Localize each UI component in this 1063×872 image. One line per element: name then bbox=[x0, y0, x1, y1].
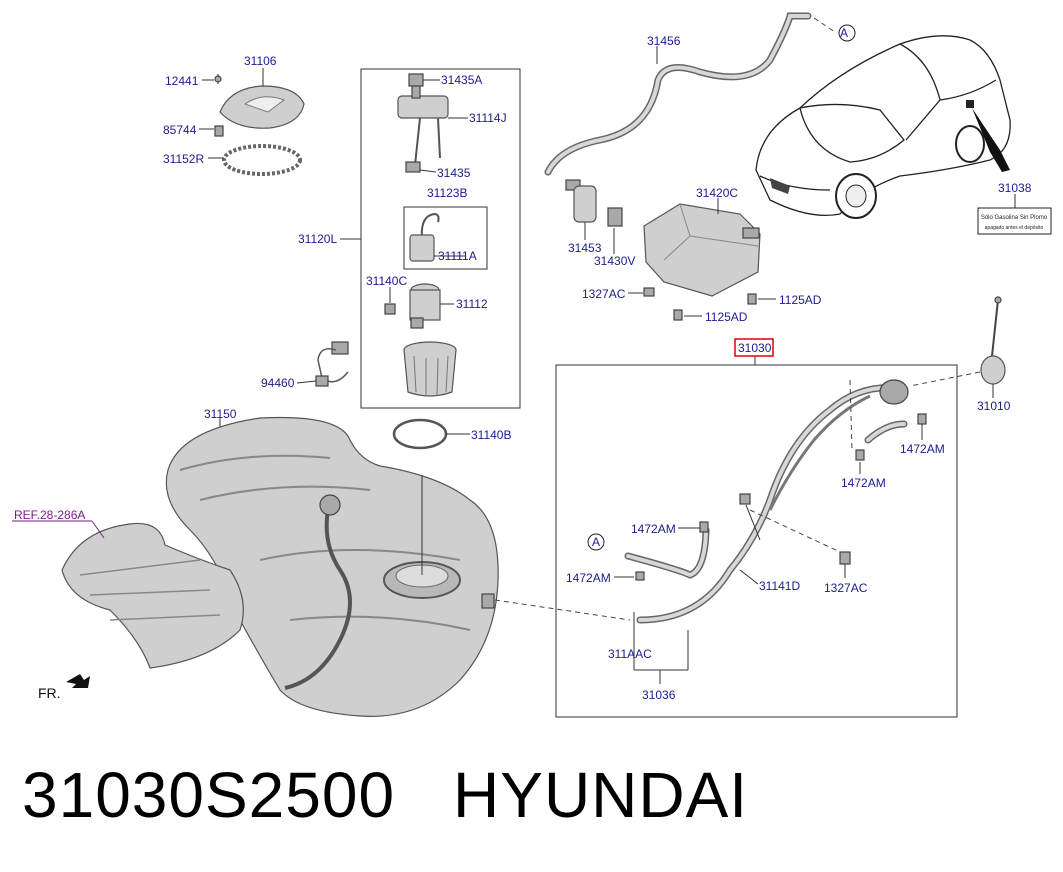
label-1472am-b: 1472AM bbox=[841, 476, 886, 490]
label-12441: 12441 bbox=[165, 74, 199, 88]
fuel-pump bbox=[384, 283, 441, 329]
nut-1327ac-a bbox=[643, 287, 655, 297]
label-31038: 31038 bbox=[998, 181, 1032, 195]
label-31111a: 31111A bbox=[438, 249, 477, 263]
label-31430v: 31430V bbox=[594, 254, 635, 268]
label-31036: 31036 bbox=[642, 688, 676, 702]
label-31010: 31010 bbox=[977, 399, 1011, 413]
label-31453: 31453 bbox=[568, 241, 602, 255]
heat-shield bbox=[61, 522, 244, 669]
plate-31106 bbox=[219, 85, 305, 129]
fuel-sticker-31038 bbox=[977, 207, 1052, 235]
label-31120l: 31120L bbox=[298, 232, 337, 246]
part-number: 31030S2500 bbox=[22, 759, 396, 831]
sticker-text-1: Sólo Gasolina Sin Plomo bbox=[981, 215, 1048, 221]
label-31106: 31106 bbox=[244, 54, 277, 68]
label-31152r: 31152R bbox=[163, 152, 204, 166]
bolt-1125ad-b bbox=[673, 309, 683, 321]
label-31123b: 31123B bbox=[427, 186, 467, 200]
vapor-hose-31456 bbox=[544, 12, 812, 176]
connector-a-marker-top bbox=[838, 24, 856, 42]
label-85744: 85744 bbox=[163, 123, 197, 137]
filler-cap-31010 bbox=[980, 296, 1006, 385]
highlight-box-31030 bbox=[734, 338, 774, 357]
filler-neck-group-box bbox=[555, 364, 958, 718]
sticker-text-2: apagado antes el depósito bbox=[985, 225, 1044, 231]
seal-ring-31152r bbox=[222, 144, 302, 176]
label-311aac: 311AAC bbox=[608, 647, 652, 661]
fuel-filter-group-box bbox=[403, 206, 488, 270]
label-31435: 31435 bbox=[437, 166, 471, 180]
label-ref-28-286a: REF.28-286A bbox=[14, 508, 85, 522]
filler-neck-pipe bbox=[636, 379, 909, 624]
fuel-sender-unit bbox=[397, 73, 449, 173]
label-a-top: A bbox=[840, 26, 848, 40]
label-31140c: 31140C bbox=[366, 274, 407, 288]
pump-reservoir bbox=[403, 341, 457, 397]
label-fr: FR. bbox=[38, 685, 61, 701]
fuel-filter bbox=[409, 212, 440, 262]
label-31456: 31456 bbox=[647, 34, 681, 48]
screw-12441 bbox=[214, 75, 222, 83]
sensor-94460 bbox=[315, 341, 349, 387]
connector-a-marker-bottom bbox=[587, 533, 605, 551]
brand-name: HYUNDAI bbox=[453, 759, 749, 831]
label-31420c: 31420C bbox=[696, 186, 738, 200]
pointer-arrow bbox=[972, 108, 1010, 172]
bolt-1125ad-a bbox=[747, 293, 757, 305]
part-caption: 31030S2500 HYUNDAI bbox=[22, 758, 748, 832]
label-1472am-d: 1472AM bbox=[566, 571, 611, 585]
label-31150: 31150 bbox=[204, 407, 237, 421]
canister-valve-31453 bbox=[565, 179, 597, 223]
nut-1327ac-b bbox=[839, 551, 851, 565]
label-1472am-c: 1472AM bbox=[631, 522, 676, 536]
front-arrow-icon bbox=[66, 674, 90, 688]
label-a-bottom: A bbox=[592, 535, 600, 549]
label-1327ac-b: 1327AC bbox=[824, 581, 868, 595]
label-1472am-a: 1472AM bbox=[900, 442, 945, 456]
label-31112: 31112 bbox=[456, 297, 488, 311]
label-31140b: 31140B bbox=[471, 428, 511, 442]
canister-31420c bbox=[643, 203, 761, 297]
nut-85744 bbox=[214, 125, 224, 137]
label-31114j: 31114J bbox=[469, 111, 507, 125]
vehicle-illustration bbox=[755, 35, 1011, 219]
o-ring-31140b bbox=[392, 418, 448, 450]
label-31030: 31030 bbox=[738, 341, 772, 355]
label-31141d: 31141D bbox=[759, 579, 800, 593]
label-1125ad-b: 1125AD bbox=[705, 310, 748, 324]
fuel-tank-31150 bbox=[165, 416, 499, 717]
label-1125ad-a: 1125AD bbox=[779, 293, 822, 307]
label-94460: 94460 bbox=[261, 376, 295, 390]
valve-31430v bbox=[607, 207, 623, 227]
label-1327ac-a: 1327AC bbox=[582, 287, 626, 301]
label-31435a: 31435A bbox=[441, 73, 482, 87]
